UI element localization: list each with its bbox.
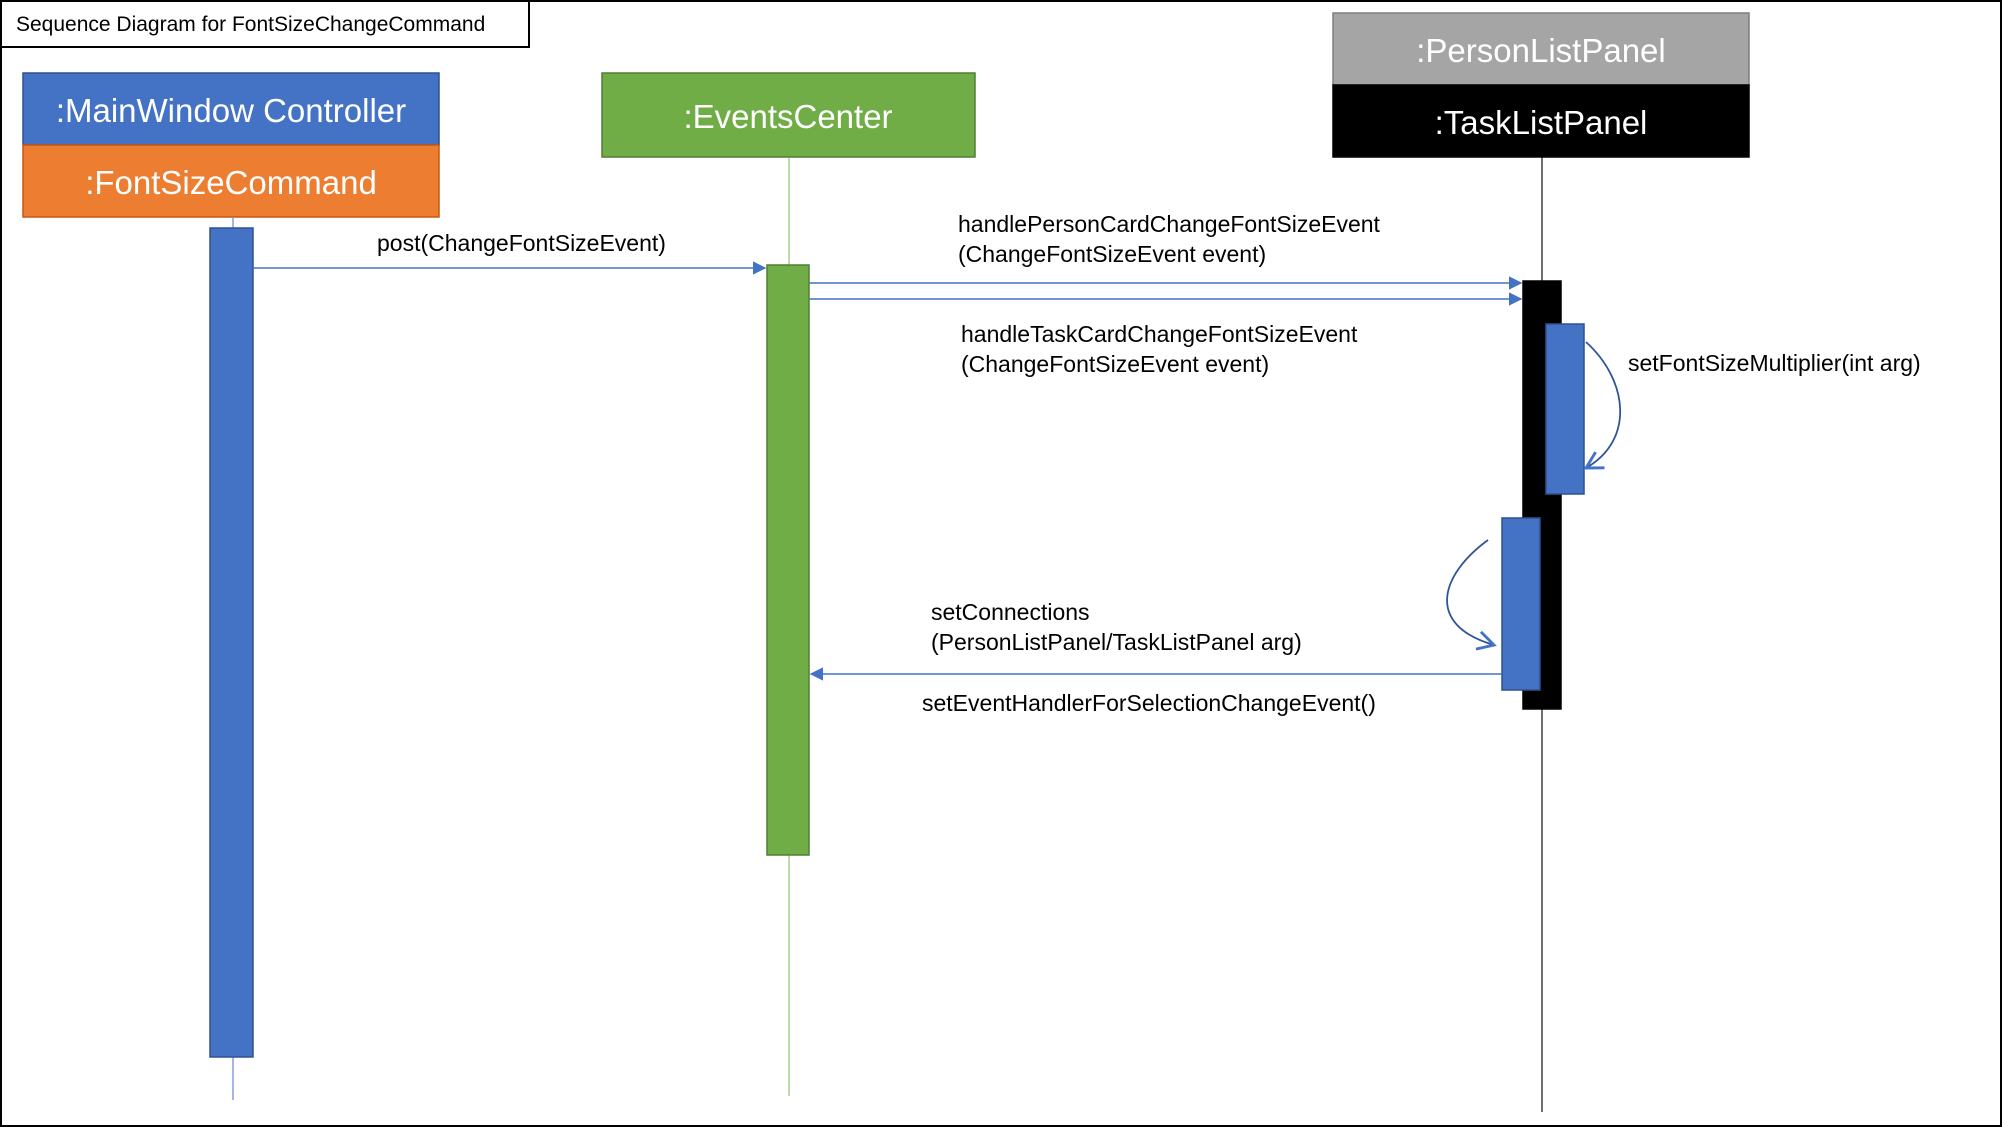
participant-font-size-command: :FontSizeCommand <box>22 144 440 218</box>
diagram-title: Sequence Diagram for FontSizeChangeComma… <box>16 13 485 36</box>
message-handle-person-label-2: (ChangeFontSizeEvent event) <box>958 241 1266 267</box>
activation-main-window <box>209 227 254 1058</box>
diagram-title-box: Sequence Diagram for FontSizeChangeComma… <box>0 0 530 48</box>
message-set-event-handler-label: setEventHandlerForSelectionChangeEvent() <box>922 690 1376 716</box>
participant-label-main-window: :MainWindow Controller <box>56 92 406 129</box>
message-set-font-size-arrow <box>1583 341 1622 470</box>
participant-label-person-list-panel: :PersonListPanel <box>1416 32 1665 69</box>
participant-person-list-panel: :PersonListPanel <box>1332 12 1750 86</box>
message-handle-task-label-2: (ChangeFontSizeEvent event) <box>961 351 1269 377</box>
message-set-connections-label-1: setConnections <box>931 599 1090 625</box>
participant-task-list-panel: :TaskListPanel <box>1332 84 1750 158</box>
participant-main-window-controller: :MainWindow Controller <box>22 72 440 146</box>
message-set-connections-curve <box>1446 539 1497 651</box>
message-set-connections-label-2: (PersonListPanel/TaskListPanel arg) <box>931 629 1302 655</box>
message-set-font-size-label: setFontSizeMultiplier(int arg) <box>1628 350 1921 376</box>
message-handle-task-label-1: handleTaskCardChangeFontSizeEvent <box>961 321 1358 347</box>
activation-set-connections <box>1501 517 1541 691</box>
activation-events-center <box>766 264 810 856</box>
participant-events-center: :EventsCenter <box>601 72 976 158</box>
participant-label-font-size-command: :FontSizeCommand <box>85 164 377 201</box>
participant-label-task-list-panel: :TaskListPanel <box>1435 104 1648 141</box>
message-post-label: post(ChangeFontSizeEvent) <box>377 230 666 256</box>
activation-set-font-size <box>1545 323 1585 495</box>
participant-label-events-center: :EventsCenter <box>683 98 892 135</box>
message-handle-person-label-1: handlePersonCardChangeFontSizeEvent <box>958 211 1381 237</box>
